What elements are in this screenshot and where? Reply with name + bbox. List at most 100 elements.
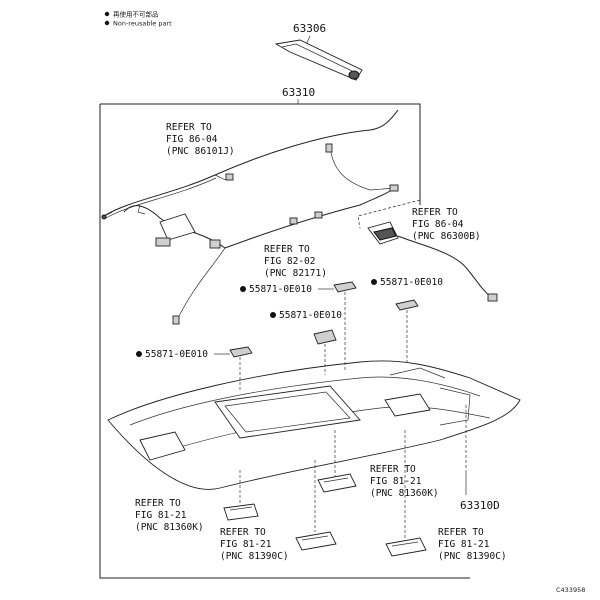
trim-strip-end bbox=[348, 70, 360, 80]
clip-b: 55871-0E010 bbox=[371, 277, 443, 365]
part-number-63310: 63310 bbox=[282, 86, 315, 99]
part-number-63310D: 63310D bbox=[460, 499, 500, 512]
lamp-81390C-center: REFER TO FIG 81-21 (PNC 81390C) bbox=[220, 460, 337, 562]
ref-line-3: (PNC 81360K) bbox=[135, 522, 204, 533]
antenna-pad bbox=[373, 227, 397, 241]
non-reusable-mark-icon bbox=[240, 286, 246, 292]
map-lamp-detail bbox=[323, 477, 349, 483]
headliner-cutout bbox=[139, 431, 186, 461]
ref-86-04-a: REFER TO FIG 86-04 (PNC 86101J) bbox=[166, 122, 235, 157]
headliner-crease bbox=[169, 406, 491, 451]
dashed-leader bbox=[357, 199, 421, 229]
headliner bbox=[107, 360, 521, 490]
clip-d-label: 55871-0E010 bbox=[145, 349, 208, 360]
connector-icon bbox=[172, 315, 180, 325]
legend-item-jp: 再使用不可部品 bbox=[113, 10, 159, 19]
ref-line-1: REFER TO bbox=[220, 527, 266, 538]
map-lamp-detail bbox=[229, 506, 253, 511]
sunroof-opening bbox=[214, 385, 361, 439]
ref-line-2: FIG 82-02 bbox=[264, 256, 315, 267]
ref-line-2: FIG 86-04 bbox=[166, 134, 218, 145]
legend-item-en: Non-reusable part bbox=[113, 20, 172, 28]
ref-line-2: FIG 86-04 bbox=[412, 219, 464, 230]
ref-line-2: FIG 81-21 bbox=[438, 539, 490, 550]
connector-icon bbox=[314, 211, 323, 219]
ref-line-1: REFER TO bbox=[166, 122, 212, 133]
ref-82-02: REFER TO FIG 82-02 (PNC 82171) bbox=[264, 244, 327, 279]
non-reusable-mark-icon bbox=[270, 312, 276, 318]
connector-icon bbox=[389, 184, 399, 192]
ref-line-1: REFER TO bbox=[264, 244, 310, 255]
headliner-crease bbox=[129, 376, 481, 426]
dome-lamp-detail bbox=[301, 535, 329, 541]
ref-line-3: (PNC 86300B) bbox=[412, 231, 481, 242]
dome-lamp-detail bbox=[391, 541, 419, 547]
connector-icon bbox=[487, 293, 498, 302]
harness-clip bbox=[137, 204, 146, 215]
clip-c: 55871-0E010 bbox=[270, 310, 342, 375]
headliner-rear-edge bbox=[389, 367, 446, 379]
lamp-81390C-right: REFER TO FIG 81-21 (PNC 81390C) bbox=[385, 430, 507, 562]
sunroof-opening-inner bbox=[224, 391, 351, 433]
part-number-63306: 63306 bbox=[293, 22, 326, 35]
figure-code: C433958 bbox=[556, 586, 585, 594]
clip-c-label: 55871-0E010 bbox=[279, 310, 342, 321]
clip-c-part bbox=[313, 329, 337, 345]
ref-line-1: REFER TO bbox=[370, 464, 416, 475]
wire-harness bbox=[101, 109, 399, 325]
clip-b-part bbox=[395, 299, 419, 311]
clip-d: 55871-0E010 bbox=[136, 346, 253, 392]
connector-icon bbox=[289, 217, 298, 225]
ref-line-3: (PNC 81390C) bbox=[438, 551, 507, 562]
ref-line-3: (PNC 82171) bbox=[264, 268, 327, 279]
frame-top-right bbox=[100, 103, 421, 205]
non-reusable-mark-icon bbox=[136, 351, 142, 357]
ref-line-1: REFER TO bbox=[438, 527, 484, 538]
ref-line-3: (PNC 81390C) bbox=[220, 551, 289, 562]
clip-a: 55871-0E010 bbox=[240, 281, 357, 370]
dome-lamp-part bbox=[385, 537, 427, 557]
ref-line-1: REFER TO bbox=[412, 207, 458, 218]
ref-line-3: (PNC 86101J) bbox=[166, 146, 235, 157]
ref-line-2: FIG 81-21 bbox=[370, 476, 422, 487]
connector-icon bbox=[325, 143, 333, 153]
map-lamp-part bbox=[223, 503, 259, 521]
ref-line-2: FIG 81-21 bbox=[135, 510, 187, 521]
non-reusable-mark-icon bbox=[371, 279, 377, 285]
connector-icon bbox=[155, 237, 171, 247]
antenna-assembly bbox=[357, 199, 498, 302]
part-63310D: 63310D bbox=[460, 405, 500, 512]
harness-branch-down bbox=[177, 247, 226, 319]
connector-icon bbox=[101, 214, 107, 220]
junction-block bbox=[159, 213, 196, 241]
ref-line-3: (PNC 81360K) bbox=[370, 488, 439, 499]
connector-icon bbox=[209, 239, 221, 249]
ref-line-2: FIG 81-21 bbox=[220, 539, 272, 550]
map-lamp-part bbox=[317, 473, 357, 493]
legend: 再使用不可部品 Non-reusable part bbox=[104, 10, 172, 28]
ref-86-04-b: REFER TO FIG 86-04 (PNC 86300B) bbox=[412, 207, 481, 242]
part-63306: 63306 bbox=[274, 22, 363, 81]
headliner-cutout bbox=[384, 393, 431, 417]
clip-d-part bbox=[229, 346, 253, 358]
harness-main-lower bbox=[123, 187, 396, 249]
headliner-rear-detail bbox=[439, 387, 471, 426]
legend-bullet-icon bbox=[104, 11, 110, 17]
clip-b-label: 55871-0E010 bbox=[380, 277, 443, 288]
trim-strip-detail bbox=[281, 43, 353, 72]
lamp-81360K-right: REFER TO FIG 81-21 (PNC 81360K) bbox=[317, 430, 439, 499]
legend-bullet-icon bbox=[104, 20, 110, 26]
ref-line-1: REFER TO bbox=[135, 498, 181, 509]
antenna-cable bbox=[397, 235, 493, 299]
lamp-81360K-left: REFER TO FIG 81-21 (PNC 81360K) bbox=[135, 470, 259, 533]
connector-icon bbox=[225, 173, 234, 181]
clip-a-label: 55871-0E010 bbox=[249, 284, 312, 295]
harness-main-upper bbox=[103, 109, 399, 217]
dome-lamp-part bbox=[295, 531, 337, 551]
assembly-frame: 63310 bbox=[99, 86, 470, 579]
clip-a-part bbox=[333, 281, 357, 293]
harness-main-upper-2 bbox=[105, 177, 217, 219]
frame-left-bottom bbox=[99, 104, 470, 579]
harness-branch-right bbox=[329, 144, 396, 191]
